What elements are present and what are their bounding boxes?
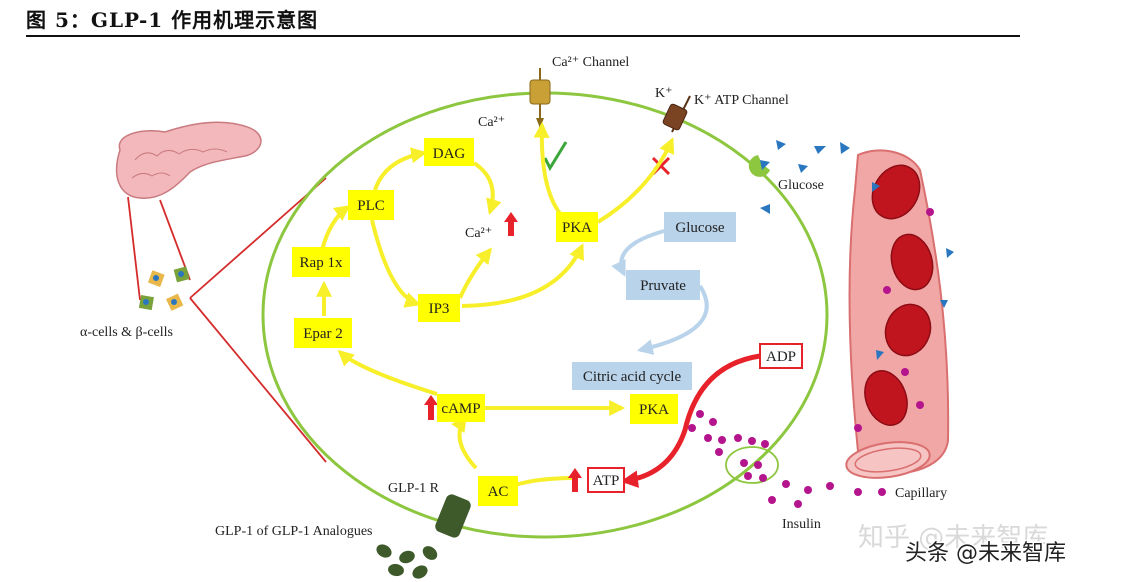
glp1-analogue-molecules	[376, 544, 438, 579]
box-adp: ADP	[759, 343, 803, 369]
glp1-analogues-label: GLP-1 of GLP-1 Analogues	[215, 524, 373, 539]
box-dag: DAG	[424, 138, 474, 166]
svg-text:Rap 1x: Rap 1x	[300, 255, 343, 271]
signal-arrows	[316, 121, 675, 503]
box-pka-bottom: PKA	[630, 394, 678, 424]
glp1-receptor-icon	[435, 494, 471, 538]
title-rule	[26, 35, 1020, 37]
check-mark-icon	[543, 141, 568, 172]
svg-text:Glucose: Glucose	[675, 220, 724, 236]
glucose-markers	[760, 140, 869, 214]
adp-to-atp-arrow	[620, 353, 761, 488]
svg-text:ATP: ATP	[593, 473, 620, 489]
capillary-label: Capillary	[895, 486, 947, 501]
svg-text:PKA: PKA	[562, 220, 592, 236]
box-epar2: Epar 2	[294, 318, 352, 348]
insulin-dots	[688, 410, 886, 508]
ca-channel-icon	[529, 68, 551, 128]
glucose-outside-label: Glucose	[778, 178, 824, 193]
vessel-markers	[854, 182, 954, 432]
k-atp-channel-label: K⁺ ATP Channel	[694, 93, 789, 108]
svg-text:PLC: PLC	[357, 198, 385, 214]
red-blood-cells	[864, 164, 934, 426]
box-ip3: IP3	[418, 294, 460, 322]
ca-channel-label: Ca²⁺ Channel	[552, 55, 629, 70]
ca-ion-top-label: Ca²⁺	[478, 115, 505, 130]
glucose-transporter-icon	[748, 155, 770, 177]
svg-text:ADP: ADP	[766, 349, 796, 365]
pancreas-illustration	[115, 121, 262, 199]
zoom-lines	[127, 177, 327, 463]
svg-text:PKA: PKA	[639, 402, 669, 418]
svg-text:cAMP: cAMP	[441, 401, 480, 417]
box-pruvate: Pruvate	[626, 270, 700, 300]
box-glucose-inside: Glucose	[664, 212, 736, 242]
islet-cells-icon	[138, 266, 190, 311]
increase-arrows	[424, 212, 582, 492]
svg-text:Epar 2: Epar 2	[303, 326, 343, 342]
k-ion-label: K⁺	[655, 86, 673, 101]
watermark-bold: 头条 @未来智库	[905, 541, 1066, 566]
box-camp: cAMP	[437, 394, 485, 422]
box-ac: AC	[478, 476, 518, 506]
insulin-label: Insulin	[782, 517, 821, 532]
box-plc: PLC	[348, 190, 394, 220]
svg-text:IP3: IP3	[429, 301, 450, 317]
svg-text:DAG: DAG	[433, 146, 466, 162]
figure-title: 图 5：GLP-1 作用机理示意图	[26, 8, 319, 32]
cells-label: α-cells & β-cells	[80, 325, 173, 340]
svg-text:AC: AC	[488, 484, 509, 500]
box-atp: ATP	[587, 467, 625, 493]
k-atp-channel-icon	[662, 95, 691, 133]
box-rap1x: Rap 1x	[292, 247, 350, 277]
ca-ion-mid-label: Ca²⁺	[465, 226, 492, 241]
glp1r-label: GLP-1 R	[388, 481, 440, 496]
metabolism-arrows	[611, 228, 709, 355]
svg-text:Pruvate: Pruvate	[640, 278, 686, 294]
svg-text:Citric acid cycle: Citric acid cycle	[583, 369, 682, 385]
box-citric-acid-cycle: Citric acid cycle	[572, 362, 692, 390]
insulin-vesicle	[725, 446, 779, 484]
watermark-faint: 知乎 @未来智库	[858, 523, 1048, 553]
box-pka-top: PKA	[556, 212, 598, 242]
